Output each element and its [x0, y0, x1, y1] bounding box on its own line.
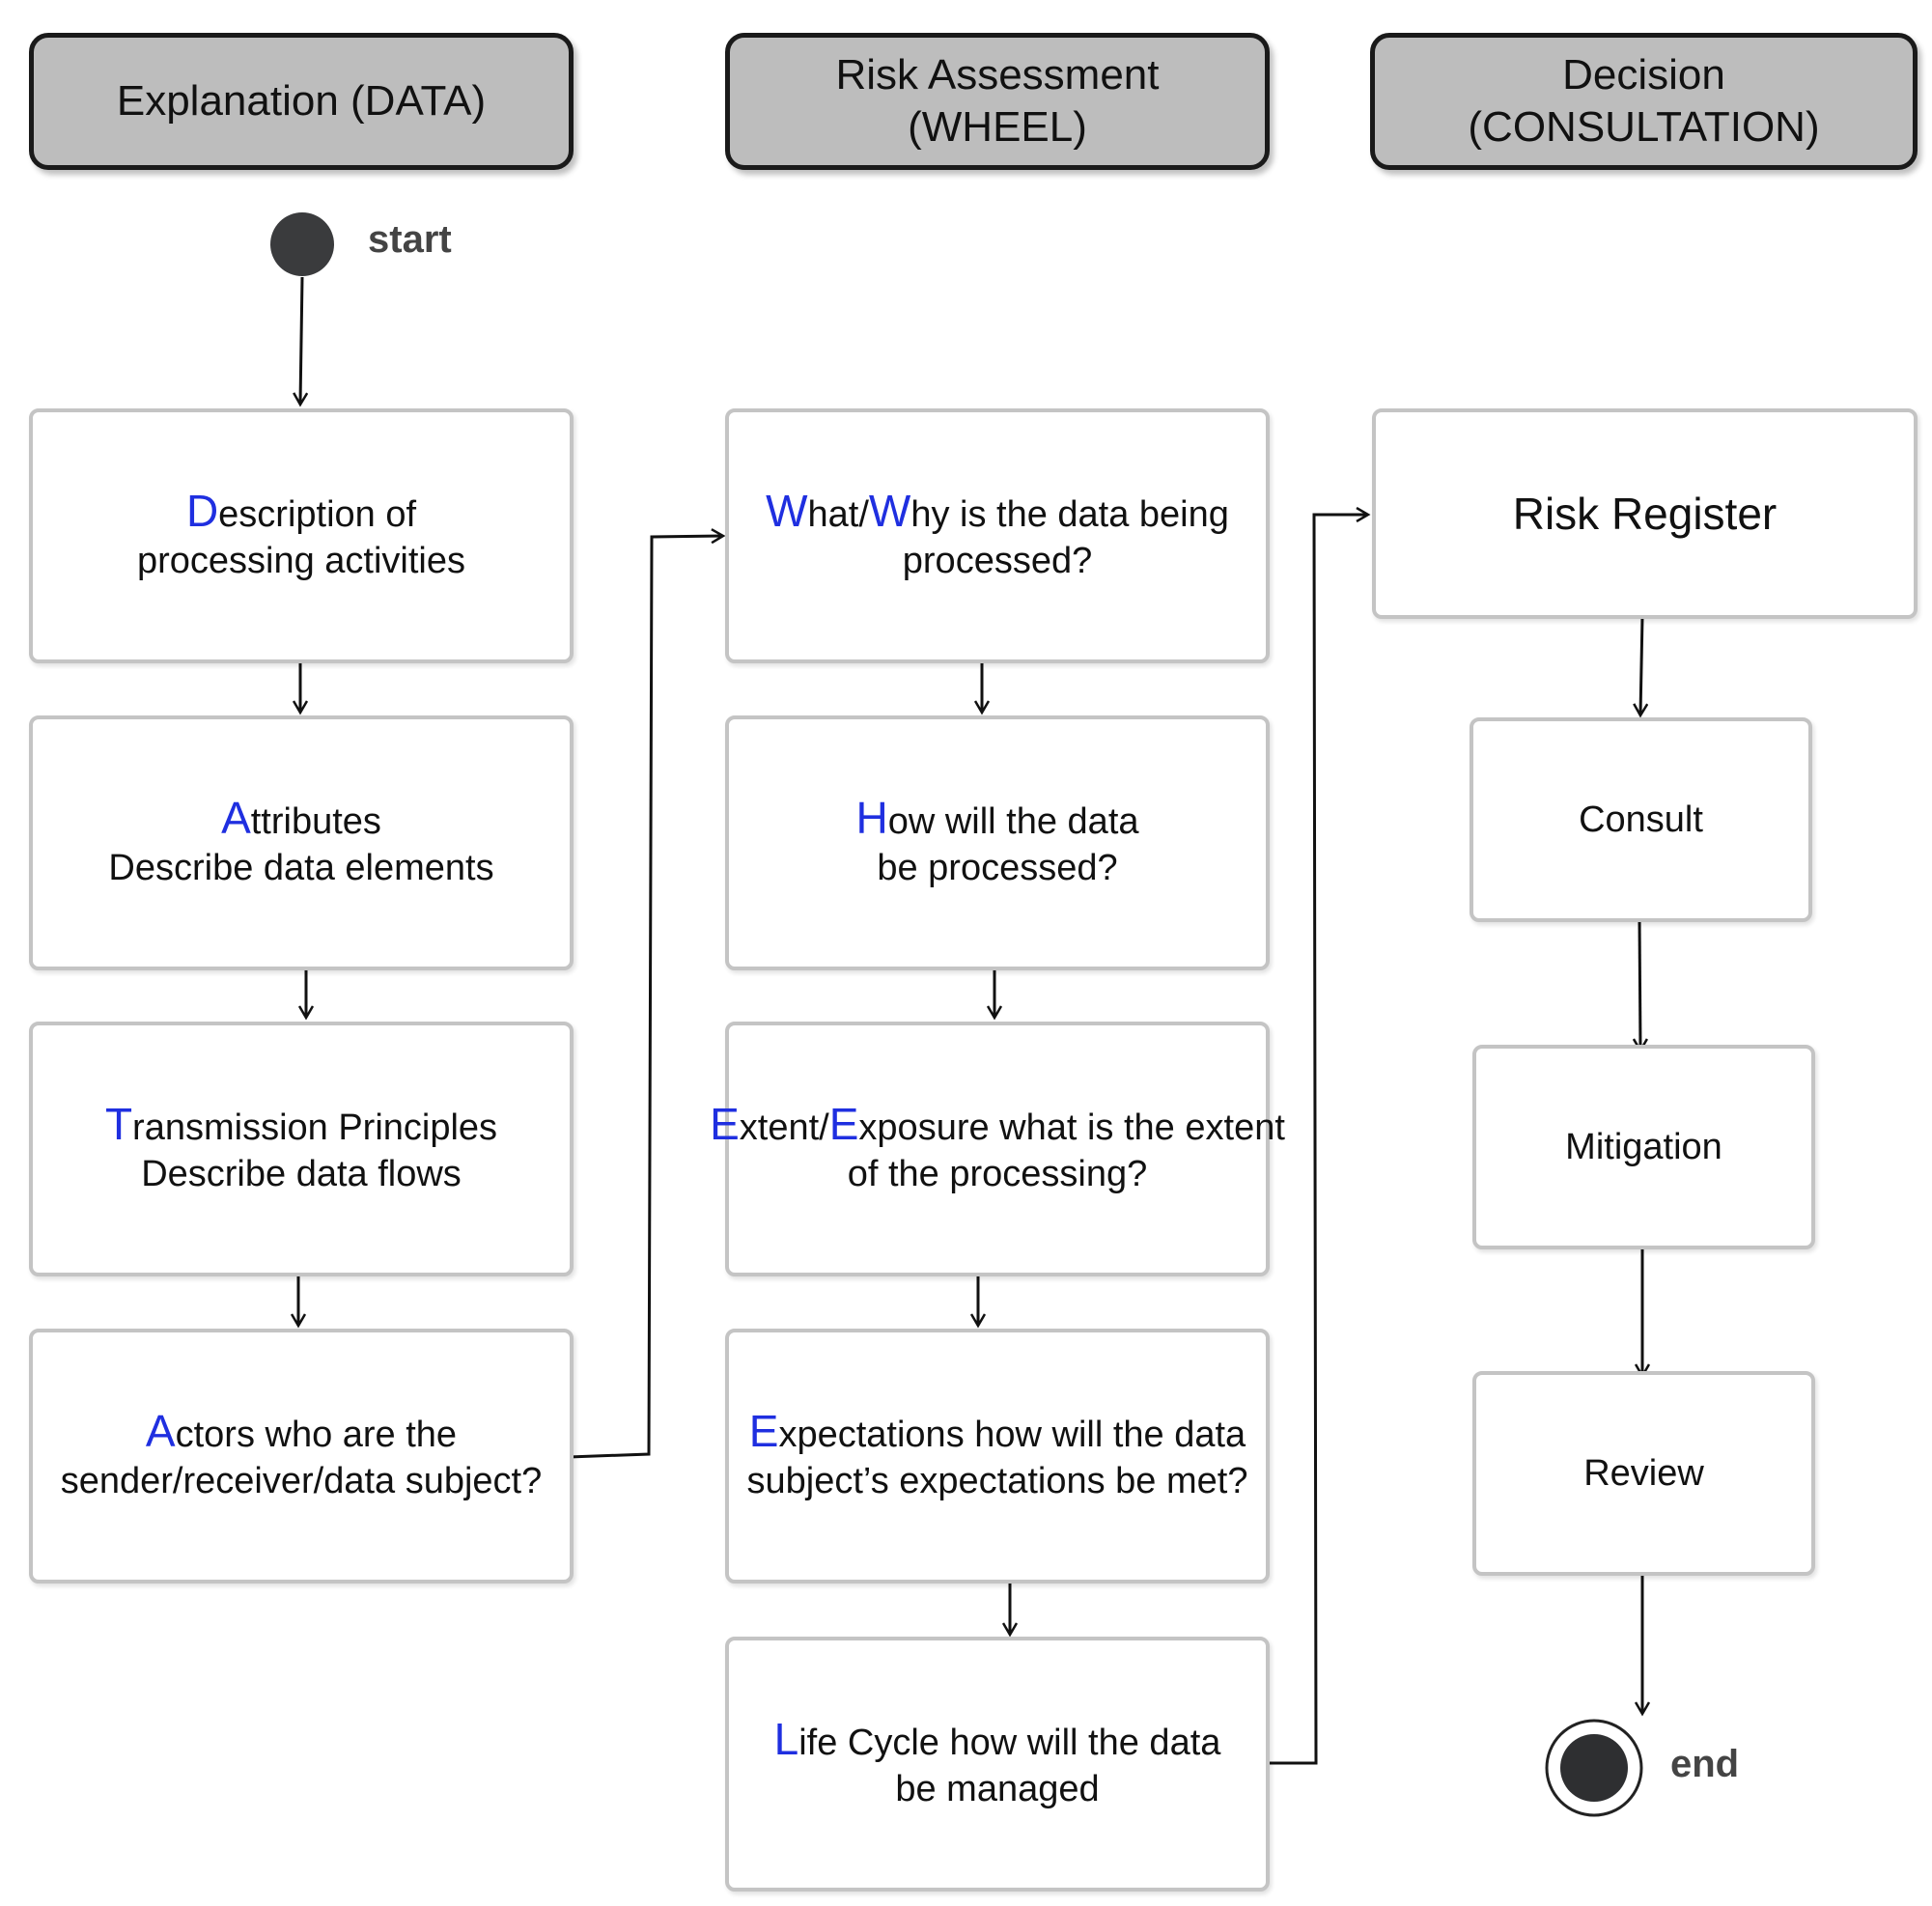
step-text: ife Cycle how will the data [798, 1723, 1221, 1763]
step-text-line2: processing activities [136, 541, 466, 581]
lane-title-line2: (WHEEL) [908, 103, 1087, 151]
step-text-line2: be managed [895, 1769, 1100, 1809]
step-what-why: What/Why is the data being processed? [725, 408, 1270, 663]
step-review: Review [1472, 1371, 1815, 1576]
step-initial: H [855, 793, 888, 843]
step-initial: W [766, 486, 808, 536]
step-text: ow will the data [887, 801, 1139, 842]
connector-actors-to-whatwhy [568, 536, 722, 1459]
step-text: ttributes [250, 801, 381, 842]
step-text-line2: Describe data flows [141, 1154, 462, 1194]
step-initial: A [221, 793, 251, 843]
step-initial: L [773, 1714, 799, 1764]
step-text: xtent/ [739, 1107, 829, 1148]
arrow-consult-to-mitigation [1639, 918, 1640, 1050]
step-text: escription of [218, 494, 417, 535]
step-initial: E [748, 1406, 779, 1456]
step-text: ctors who are the [175, 1415, 458, 1455]
step-initial: D [185, 486, 219, 536]
step-initial-2: E [828, 1099, 859, 1149]
step-text-line2: Describe data elements [108, 848, 494, 888]
lane-header-risk-assessment: Risk Assessment (WHEEL) [725, 33, 1270, 170]
step-expectations: Expectations how will the data subject’s… [725, 1329, 1270, 1584]
step-label: Risk Register [1512, 489, 1778, 539]
arrow-start-to-description [300, 276, 302, 404]
step-text: ransmission Principles [132, 1107, 498, 1148]
step-label: Review [1583, 1453, 1704, 1494]
start-node [270, 212, 334, 276]
step-initial: T [104, 1099, 133, 1149]
step-attributes: Attributes Describe data elements [29, 715, 574, 970]
step-label: Consult [1579, 799, 1703, 840]
step-extent-exposure: Extent/Exposure what is the extent of th… [710, 1022, 1285, 1276]
lane-title-line1: Decision [1562, 51, 1725, 98]
step-initial-2: W [868, 486, 911, 536]
step-text-line2: be processed? [877, 848, 1118, 888]
step-risk-register: Risk Register [1372, 408, 1918, 619]
step-text-line2: processed? [902, 541, 1093, 581]
arrow-riskregister-to-consult [1640, 616, 1642, 715]
step-initial: E [710, 1099, 740, 1149]
step-how: How will the data be processed? [725, 715, 1270, 970]
step-text: xpectations how will the data [778, 1415, 1246, 1455]
lane-header-explanation: Explanation (DATA) [29, 33, 574, 170]
step-description: Description of processing activities [29, 408, 574, 663]
lane-title-line2: (CONSULTATION) [1468, 103, 1820, 151]
step-text: hy is the data being [910, 494, 1229, 535]
step-text: hat/ [807, 494, 869, 535]
step-label: Mitigation [1565, 1127, 1722, 1167]
lane-title-line1: Risk Assessment [835, 51, 1160, 98]
step-consult: Consult [1470, 717, 1812, 922]
step-transmission-principles: Transmission Principles Describe data fl… [29, 1022, 574, 1276]
lane-header-decision: Decision (CONSULTATION) [1370, 33, 1918, 170]
end-node [1560, 1734, 1628, 1802]
lane-title-line1: Explanation (DATA) [116, 77, 487, 125]
step-initial: A [145, 1406, 176, 1456]
end-label: end [1670, 1743, 1740, 1785]
step-text: xposure what is the extent [858, 1107, 1285, 1148]
step-life-cycle: Life Cycle how will the data be managed [725, 1637, 1270, 1892]
start-label: start [368, 218, 452, 261]
step-text-line2: sender/receiver/data subject? [60, 1461, 543, 1501]
step-actors: Actors who are the sender/receiver/data … [29, 1329, 574, 1584]
step-text-line2: of the processing? [847, 1154, 1148, 1194]
step-mitigation: Mitigation [1472, 1045, 1815, 1249]
step-text-line2: subject’s expectations be met? [746, 1461, 1248, 1501]
connector-lifecycle-to-riskregister [1266, 515, 1367, 1765]
